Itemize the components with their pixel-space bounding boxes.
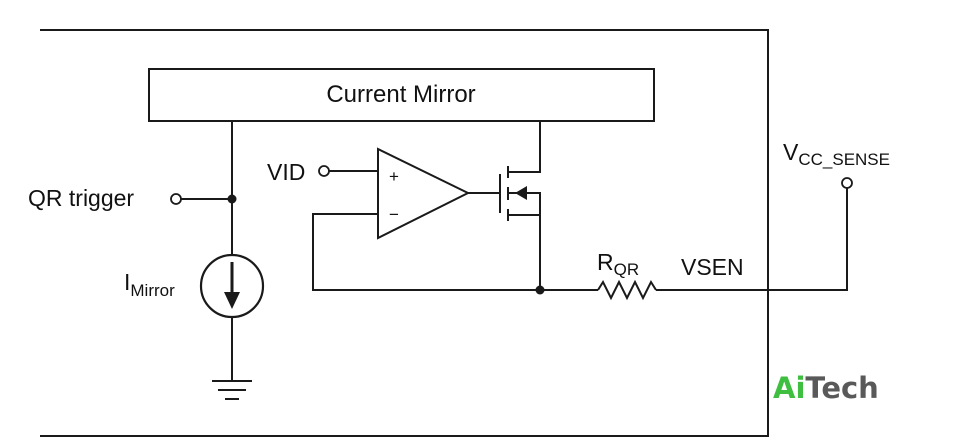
vid-label: VID bbox=[267, 159, 305, 185]
qr-trigger-terminal bbox=[170, 193, 182, 205]
watermark-part1: Ai bbox=[773, 371, 805, 405]
feedback-wire bbox=[312, 213, 540, 291]
qr-trigger-label: QR trigger bbox=[28, 185, 134, 211]
watermark-logo: AiTech bbox=[773, 371, 879, 405]
vid-terminal bbox=[318, 165, 330, 177]
vcc-sense-label: VCC_SENSE bbox=[783, 139, 890, 169]
vsen-label: VSEN bbox=[681, 254, 744, 280]
opamp-symbol bbox=[377, 147, 471, 240]
r-qr-label: RQR bbox=[597, 249, 639, 279]
pmos-transistor-icon bbox=[499, 121, 541, 290]
i-mirror-label: IMirror bbox=[124, 269, 175, 300]
watermark-part2: Tech bbox=[805, 371, 878, 405]
chip-boundary bbox=[40, 29, 769, 437]
ground-icon bbox=[212, 380, 252, 400]
resistor-rqr bbox=[597, 279, 657, 301]
vsen-wire bbox=[656, 188, 848, 291]
current-mirror-block bbox=[148, 68, 655, 122]
vcc-sense-terminal bbox=[841, 177, 853, 189]
opamp-plus-label: + bbox=[389, 167, 399, 186]
current-mirror-label: Current Mirror bbox=[326, 81, 475, 108]
opamp-minus-label: − bbox=[389, 205, 399, 224]
current-source-arrowhead bbox=[224, 292, 240, 309]
